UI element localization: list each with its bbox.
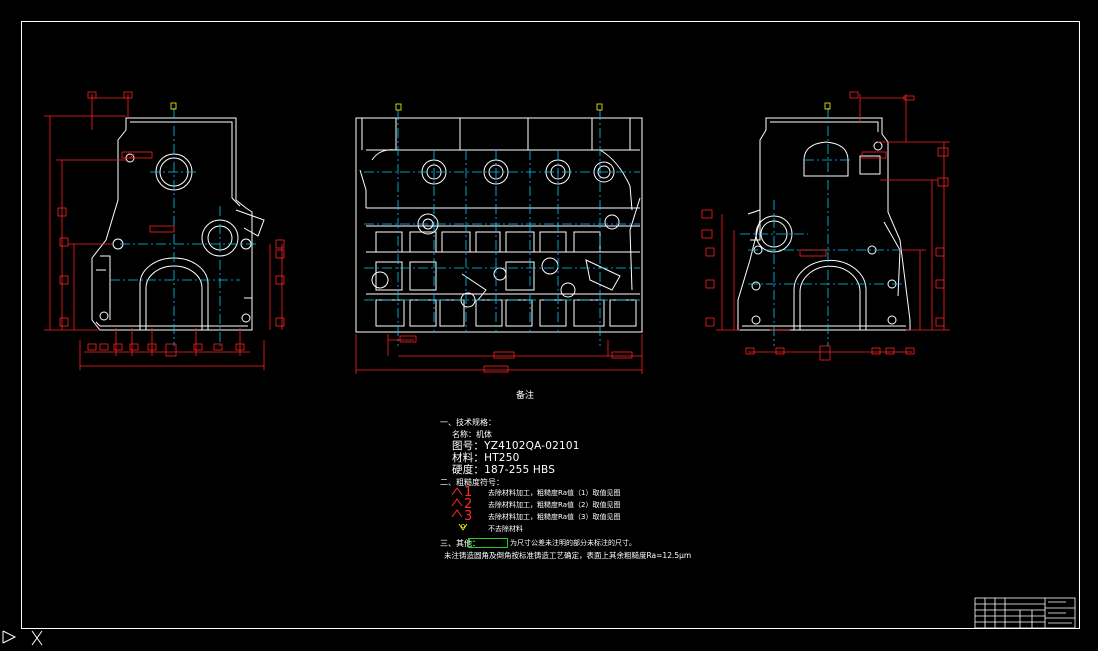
roughness-note-1: 去除材料加工，粗糙度Ra值（1）取值见图 bbox=[488, 489, 621, 497]
notes-heading: 备注 bbox=[516, 391, 535, 401]
notes-material: 材料：HT250 bbox=[452, 452, 520, 464]
drawing-frame bbox=[21, 21, 1080, 629]
roughness-grade-3: 3 bbox=[464, 509, 473, 524]
right-view-tag bbox=[824, 102, 831, 110]
middle-view-dimensions bbox=[355, 334, 643, 374]
left-view-tag bbox=[170, 102, 177, 110]
no-machining-symbol bbox=[458, 523, 468, 531]
notes-part-name: 名称：机体 bbox=[452, 430, 492, 439]
right-view-centerlines bbox=[740, 108, 904, 346]
roughness-symbols bbox=[451, 487, 463, 518]
notes-other-1: 为尺寸公差未注明的部分未标注的尺寸。 bbox=[510, 539, 636, 547]
middle-view-centerlines bbox=[364, 110, 640, 346]
roughness-note-4: 不去除材料 bbox=[488, 525, 523, 533]
tolerance-box bbox=[468, 538, 508, 548]
right-side-view bbox=[737, 117, 911, 331]
left-side-view bbox=[91, 117, 265, 331]
ucs-axis-icon bbox=[2, 630, 43, 646]
notes-section-3-title: 三、其他： bbox=[440, 539, 480, 548]
roughness-grade-1: 1 bbox=[464, 485, 473, 500]
right-view-dimensions bbox=[701, 91, 950, 361]
notes-hardness: 硬度：187-255 HBS bbox=[452, 464, 556, 476]
left-view-centerlines bbox=[110, 108, 258, 346]
title-block bbox=[974, 597, 1076, 629]
roughness-grade-2: 2 bbox=[464, 497, 473, 512]
notes-drawing-number: 图号：YZ4102QA-02101 bbox=[452, 440, 580, 452]
notes-section-2-title: 二、粗糙度符号： bbox=[440, 478, 504, 487]
left-view-dimensions bbox=[44, 91, 285, 370]
roughness-note-2: 去除材料加工，粗糙度Ra值（2）取值见图 bbox=[488, 501, 621, 509]
notes-other-2: 未注铸造圆角及倒角按标准铸造工艺确定，表面上其余粗糙度Ra=12.5μm bbox=[444, 551, 692, 560]
notes-section-1-title: 一、技术规格： bbox=[440, 418, 496, 427]
roughness-note-3: 去除材料加工，粗糙度Ra值（3）取值见图 bbox=[488, 513, 621, 521]
middle-view-tag-left bbox=[395, 103, 402, 111]
middle-view-tag-right bbox=[596, 103, 603, 111]
